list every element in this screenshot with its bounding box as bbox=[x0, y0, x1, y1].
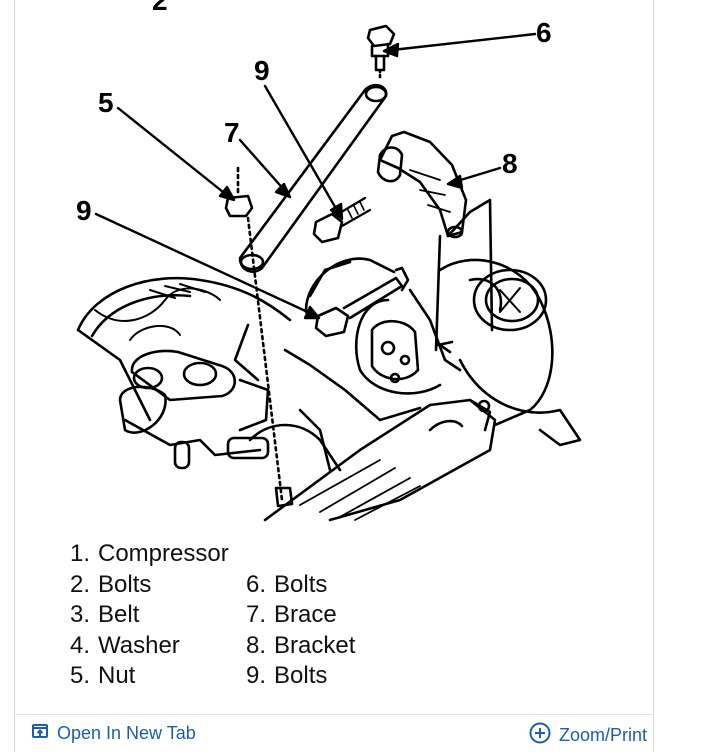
callout-labels: 2 6 9 5 7 8 9 bbox=[76, 0, 552, 226]
fasteners-illustration bbox=[224, 24, 410, 508]
callout-leaders bbox=[94, 32, 537, 320]
callout-7: 7 bbox=[224, 117, 240, 148]
open-in-new-tab-icon bbox=[31, 722, 49, 745]
zoom-print-link[interactable]: Zoom/Print bbox=[529, 722, 647, 749]
open-in-new-tab-link[interactable]: Open In New Tab bbox=[31, 722, 196, 745]
image-toolbar: Open In New Tab Zoom/Print bbox=[15, 714, 653, 753]
zoom-print-label: Zoom/Print bbox=[558, 725, 647, 745]
engine-body-illustration bbox=[76, 276, 497, 522]
zoom-plus-icon bbox=[529, 722, 551, 749]
callout-9-upper: 9 bbox=[254, 55, 270, 86]
open-in-new-tab-label: Open In New Tab bbox=[57, 723, 196, 743]
callout-2: 2 bbox=[152, 0, 168, 16]
brace-illustration bbox=[238, 83, 388, 273]
compressor-illustration bbox=[354, 258, 582, 447]
callout-9-lower: 9 bbox=[76, 195, 92, 226]
image-viewer-frame bbox=[14, 0, 654, 752]
callout-6: 6 bbox=[536, 17, 552, 48]
bracket-illustration bbox=[376, 130, 494, 352]
callout-8: 8 bbox=[502, 148, 518, 179]
callout-5: 5 bbox=[98, 87, 114, 118]
compressor-mounting-diagram: 2 6 9 5 7 8 9 bbox=[76, 0, 582, 522]
